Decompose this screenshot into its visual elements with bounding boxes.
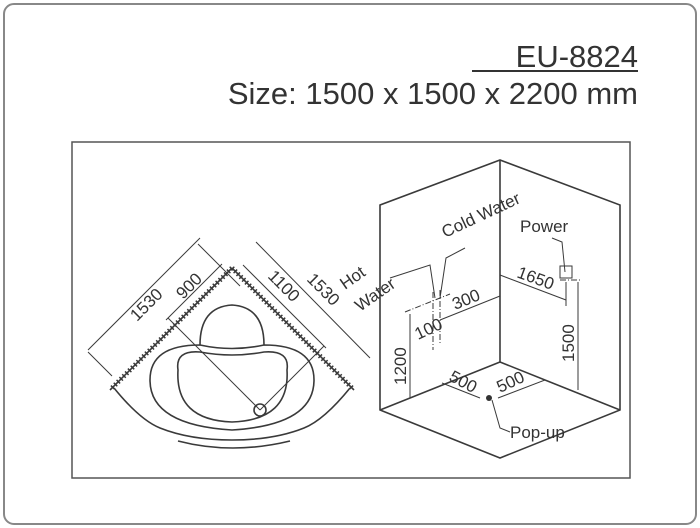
popup-drain-icon <box>486 395 492 401</box>
drawing-frame <box>71 141 631 479</box>
dim-1200: 1200 <box>391 347 410 385</box>
model-number: EU-8824 <box>516 39 638 74</box>
drain-icon <box>253 403 267 417</box>
outer-frame <box>3 3 697 525</box>
power-label: Power <box>520 217 569 236</box>
popup-label: Pop-up <box>510 423 565 442</box>
power-outlet-icon <box>559 265 573 279</box>
dim-1500: 1500 <box>559 324 578 362</box>
size-text: Size: 1500 x 1500 x 2200 mm <box>228 76 638 111</box>
